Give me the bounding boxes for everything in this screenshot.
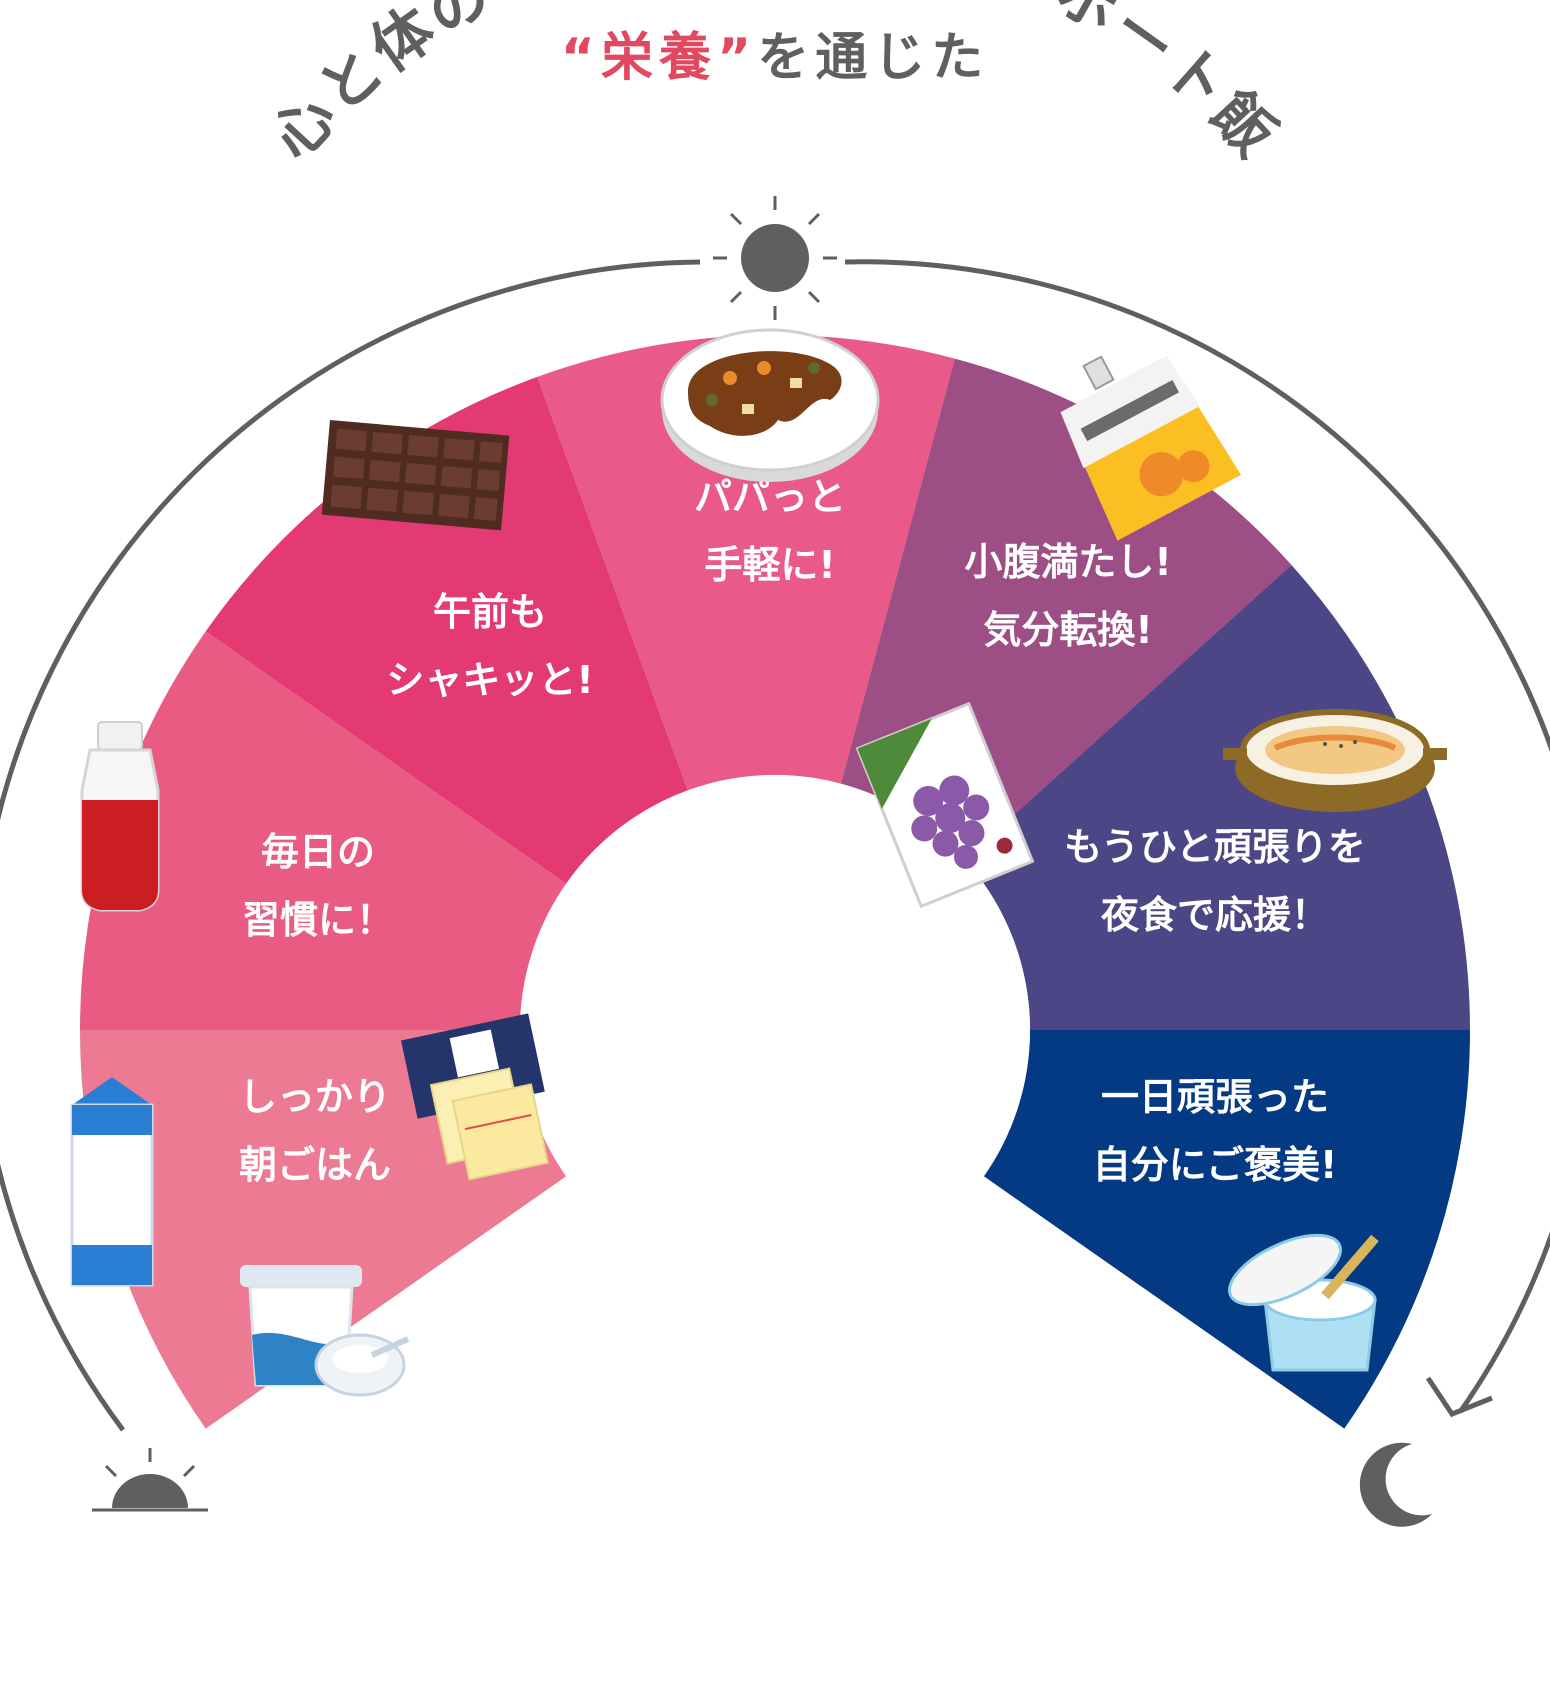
title-line1-rest: を通じた: [757, 28, 989, 88]
cheese-bread-icon: [401, 1013, 549, 1181]
segment-habit: [80, 631, 567, 1030]
svg-text:“栄養”を通じた: “栄養”を通じた: [561, 28, 989, 88]
timeline-arc: [0, 259, 1550, 1432]
center-gap: [520, 1030, 1030, 1230]
ice-cream-cup-icon: [1228, 1233, 1379, 1372]
segment-label-line1: 小腹満たし!: [964, 540, 1171, 584]
chocolate-bar-icon: [321, 420, 510, 531]
segment-label-line2: 朝ごはん: [239, 1143, 391, 1187]
curry-plate-icon: [660, 328, 880, 482]
drink-bottle-icon: [80, 721, 160, 912]
segment-label-morning: 午前もシャキッと!: [386, 590, 593, 702]
segment-label-breakfast: しっかり朝ごはん: [239, 1075, 391, 1187]
milk-carton-icon: [70, 1077, 154, 1287]
title-accent-word: 栄養: [601, 28, 717, 88]
segment-label-night: もうひと頑張りを夜食で応援！: [1064, 825, 1366, 937]
segment-label-line2: 自分にご褒美!: [1093, 1143, 1338, 1187]
grape-juice-pack-icon: [855, 701, 1035, 909]
segment-label-line2: 習慣に！: [242, 898, 394, 942]
title-quote-close: ”: [717, 28, 757, 88]
segment-label-habit: 毎日の習慣に！: [242, 830, 394, 942]
sun-icon: [713, 196, 837, 320]
moon-icon: [1359, 1442, 1432, 1527]
segment-label-line2: 夜食で応援！: [1100, 893, 1329, 937]
gratin-dish-icon: [1223, 709, 1447, 812]
segment-label-lunch: パパっと手軽に!: [694, 475, 846, 587]
segment-label-line1: パパっと: [694, 475, 846, 519]
title-quote-open: “: [561, 28, 601, 88]
arrow-icon: [1425, 1376, 1493, 1418]
segment-label-snack: 小腹満たし! 気分転換!: [964, 540, 1171, 652]
segment-label-line2: 気分転換!: [983, 608, 1152, 652]
segment-label-line1: しっかり: [239, 1075, 391, 1119]
segment-label-line1: 一日頑張った: [1101, 1075, 1329, 1119]
sunrise-icon: [92, 1448, 208, 1512]
segment-label-line2: シャキッと!: [386, 658, 593, 702]
segment-label-line1: 午前も: [433, 590, 547, 634]
segment-label-line1: もうひと頑張りを: [1064, 825, 1366, 869]
yogurt-cup-icon: [240, 1265, 410, 1397]
segment-label-line2: 手軽に!: [704, 543, 835, 587]
segment-label-reward: 一日頑張った自分にご褒美!: [1093, 1075, 1338, 1187]
segment-night: [964, 564, 1470, 1030]
segment-label-line1: 毎日の: [261, 830, 375, 874]
jelly-pouch-icon: [1060, 355, 1242, 541]
